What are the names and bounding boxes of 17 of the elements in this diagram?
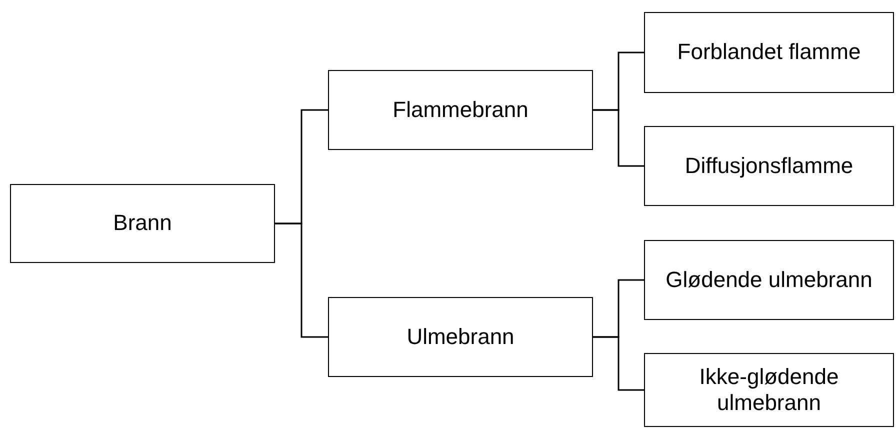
node-label: Ikke-glødende ulmebrann — [698, 364, 840, 416]
node-box — [644, 126, 894, 206]
node-label: Diffusjonsflamme — [684, 152, 854, 180]
node-box — [328, 70, 593, 150]
node-box — [328, 297, 593, 377]
node-box — [10, 184, 275, 263]
connector-line — [275, 222, 328, 338]
node-label: Forblandet flamme — [677, 39, 861, 66]
connector-line — [593, 109, 644, 167]
node-label: Glødende ulmebrann — [666, 266, 872, 294]
node-label: Ulmebrann — [406, 324, 514, 350]
connector-line — [593, 336, 644, 391]
node-label: Flammebrann — [392, 96, 528, 124]
node-label: Brann — [113, 210, 172, 237]
node-box — [644, 240, 894, 320]
node-box — [644, 12, 894, 93]
node-box — [644, 353, 894, 427]
